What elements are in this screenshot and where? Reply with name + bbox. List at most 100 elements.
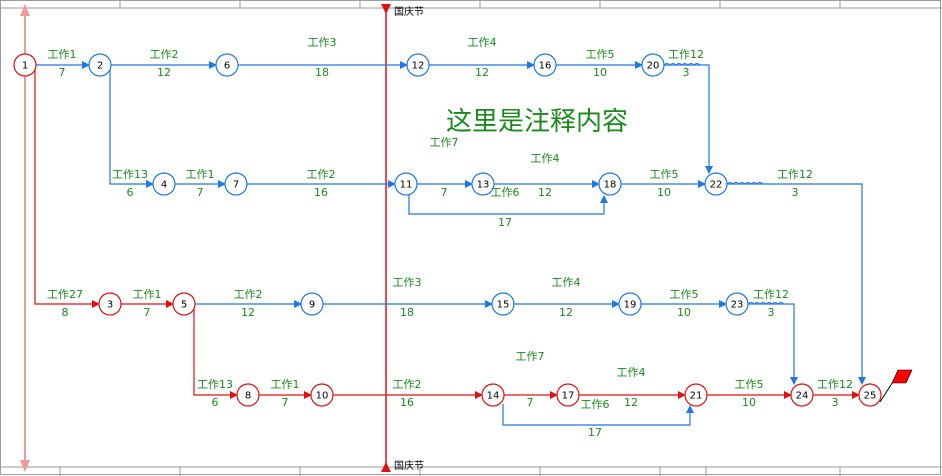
event-node-21 bbox=[684, 383, 708, 407]
event-node-3 bbox=[98, 292, 122, 316]
event-node-label-9: 9 bbox=[309, 300, 315, 311]
left-range-scale bbox=[20, 4, 30, 472]
milestone-bottom-label: 国庆节 bbox=[394, 459, 424, 472]
event-node-label-23: 23 bbox=[731, 300, 744, 311]
activity-duration-5-9: 12 bbox=[241, 306, 255, 319]
activity-arrow-14-21 bbox=[502, 404, 694, 426]
activity-name-7-11: 工作2 bbox=[307, 168, 336, 181]
activity-duration-18-22: 10 bbox=[657, 186, 671, 199]
activity-duration-11-13: 7 bbox=[441, 186, 448, 199]
activity-duration-1-3: 8 bbox=[62, 306, 69, 319]
event-node-label-17: 17 bbox=[562, 391, 575, 402]
event-node-label-5: 5 bbox=[181, 300, 187, 311]
activity-duration-24-25: 3 bbox=[832, 396, 839, 409]
event-node-7 bbox=[224, 172, 248, 196]
event-node-4 bbox=[152, 172, 176, 196]
activity-arrow-11-18 bbox=[408, 195, 608, 215]
activity-duration-6-12: 18 bbox=[315, 66, 329, 79]
activity-name-11-18: 工作6 bbox=[491, 186, 520, 199]
event-node-1 bbox=[13, 53, 37, 77]
event-node-label-7: 7 bbox=[233, 180, 239, 191]
bottom-ruler bbox=[0, 466, 942, 476]
activity-duration-10-14: 16 bbox=[400, 396, 414, 409]
activity-name-21-24: 工作5 bbox=[735, 378, 764, 391]
event-node-label-22: 22 bbox=[710, 180, 723, 191]
activity-name-15-19: 工作4 bbox=[552, 276, 581, 289]
activity-name-1-2: 工作1 bbox=[48, 48, 77, 61]
activity-duration-5-8: 6 bbox=[212, 396, 219, 409]
activity-duration-3-5: 7 bbox=[144, 306, 151, 319]
activity-name-24-25: 工作12 bbox=[817, 378, 853, 391]
activity-name-18-22: 工作5 bbox=[650, 168, 679, 181]
activity-name-2-6: 工作2 bbox=[150, 48, 179, 61]
activity-duration-19-23: 10 bbox=[677, 306, 691, 319]
activity-name-2-4: 工作13 bbox=[112, 168, 148, 181]
event-node-label-19: 19 bbox=[624, 300, 637, 311]
event-node-18 bbox=[598, 172, 622, 196]
event-node-label-11: 11 bbox=[400, 180, 413, 191]
event-node-25 bbox=[858, 383, 882, 407]
event-node-20 bbox=[641, 53, 665, 77]
activity-duration-20-22: 3 bbox=[683, 66, 690, 79]
activity-name-4-7: 工作1 bbox=[186, 168, 215, 181]
activity-arrow-23-24 bbox=[748, 303, 798, 385]
top-ruler bbox=[0, 0, 942, 9]
event-node-17 bbox=[556, 383, 580, 407]
event-node-label-14: 14 bbox=[487, 391, 500, 402]
activity-labels: 工作17工作212工作318工作412工作510工作123工作136工作17工作… bbox=[47, 36, 853, 439]
event-node-19 bbox=[618, 292, 642, 316]
activity-name-11-13: 工作7 bbox=[430, 136, 459, 149]
activity-name-12-16: 工作4 bbox=[468, 36, 497, 49]
activity-arrow-1-3 bbox=[34, 65, 100, 308]
event-node-11 bbox=[394, 172, 418, 196]
event-node-8 bbox=[236, 383, 260, 407]
activity-name-6-12: 工作3 bbox=[308, 36, 337, 49]
activity-arrows bbox=[34, 61, 866, 426]
activity-duration-1-2: 7 bbox=[59, 66, 66, 79]
activity-name-1-3: 工作27 bbox=[47, 288, 83, 301]
activity-arrow-22-25 bbox=[727, 183, 866, 385]
finish-flag-icon bbox=[879, 369, 913, 403]
activity-duration-13-18: 12 bbox=[538, 186, 552, 199]
activity-duration-14-17: 7 bbox=[527, 396, 534, 409]
event-node-6 bbox=[215, 53, 239, 77]
activity-name-5-8: 工作13 bbox=[197, 378, 233, 391]
free-float-wave bbox=[663, 63, 701, 66]
event-node-16 bbox=[533, 53, 557, 77]
event-node-24 bbox=[790, 383, 814, 407]
activity-name-5-9: 工作2 bbox=[234, 288, 263, 301]
activity-name-22-25: 工作12 bbox=[777, 168, 813, 181]
event-node-label-16: 16 bbox=[539, 61, 552, 72]
event-node-label-8: 8 bbox=[245, 391, 251, 402]
event-node-12 bbox=[406, 53, 430, 77]
activity-arrow-2-4 bbox=[109, 65, 154, 188]
event-node-5 bbox=[172, 292, 196, 316]
free-float-wave bbox=[726, 182, 764, 185]
event-node-label-15: 15 bbox=[497, 300, 510, 311]
activity-duration-16-20: 10 bbox=[593, 66, 607, 79]
activity-duration-9-15: 18 bbox=[400, 306, 414, 319]
event-node-label-10: 10 bbox=[316, 391, 329, 402]
event-node-22 bbox=[704, 172, 728, 196]
activity-duration-21-24: 10 bbox=[742, 396, 756, 409]
activity-name-16-20: 工作5 bbox=[586, 48, 615, 61]
activity-duration-22-25: 3 bbox=[792, 186, 799, 199]
activity-name-19-23: 工作5 bbox=[670, 288, 699, 301]
event-node-label-21: 21 bbox=[690, 391, 703, 402]
event-node-23 bbox=[725, 292, 749, 316]
event-node-label-6: 6 bbox=[224, 61, 230, 72]
event-node-10 bbox=[310, 383, 334, 407]
activity-name-3-5: 工作1 bbox=[133, 288, 162, 301]
activity-duration-11-18: 17 bbox=[498, 216, 512, 229]
activity-duration-2-6: 12 bbox=[157, 66, 171, 79]
activity-name-20-22: 工作12 bbox=[668, 48, 704, 61]
activity-duration-23-24: 3 bbox=[768, 306, 775, 319]
activity-duration-8-10: 7 bbox=[282, 396, 289, 409]
activity-name-14-17: 工作7 bbox=[516, 350, 545, 363]
event-node-label-18: 18 bbox=[604, 180, 617, 191]
activity-arrow-20-22 bbox=[664, 64, 713, 174]
free-float-wave bbox=[747, 302, 785, 305]
